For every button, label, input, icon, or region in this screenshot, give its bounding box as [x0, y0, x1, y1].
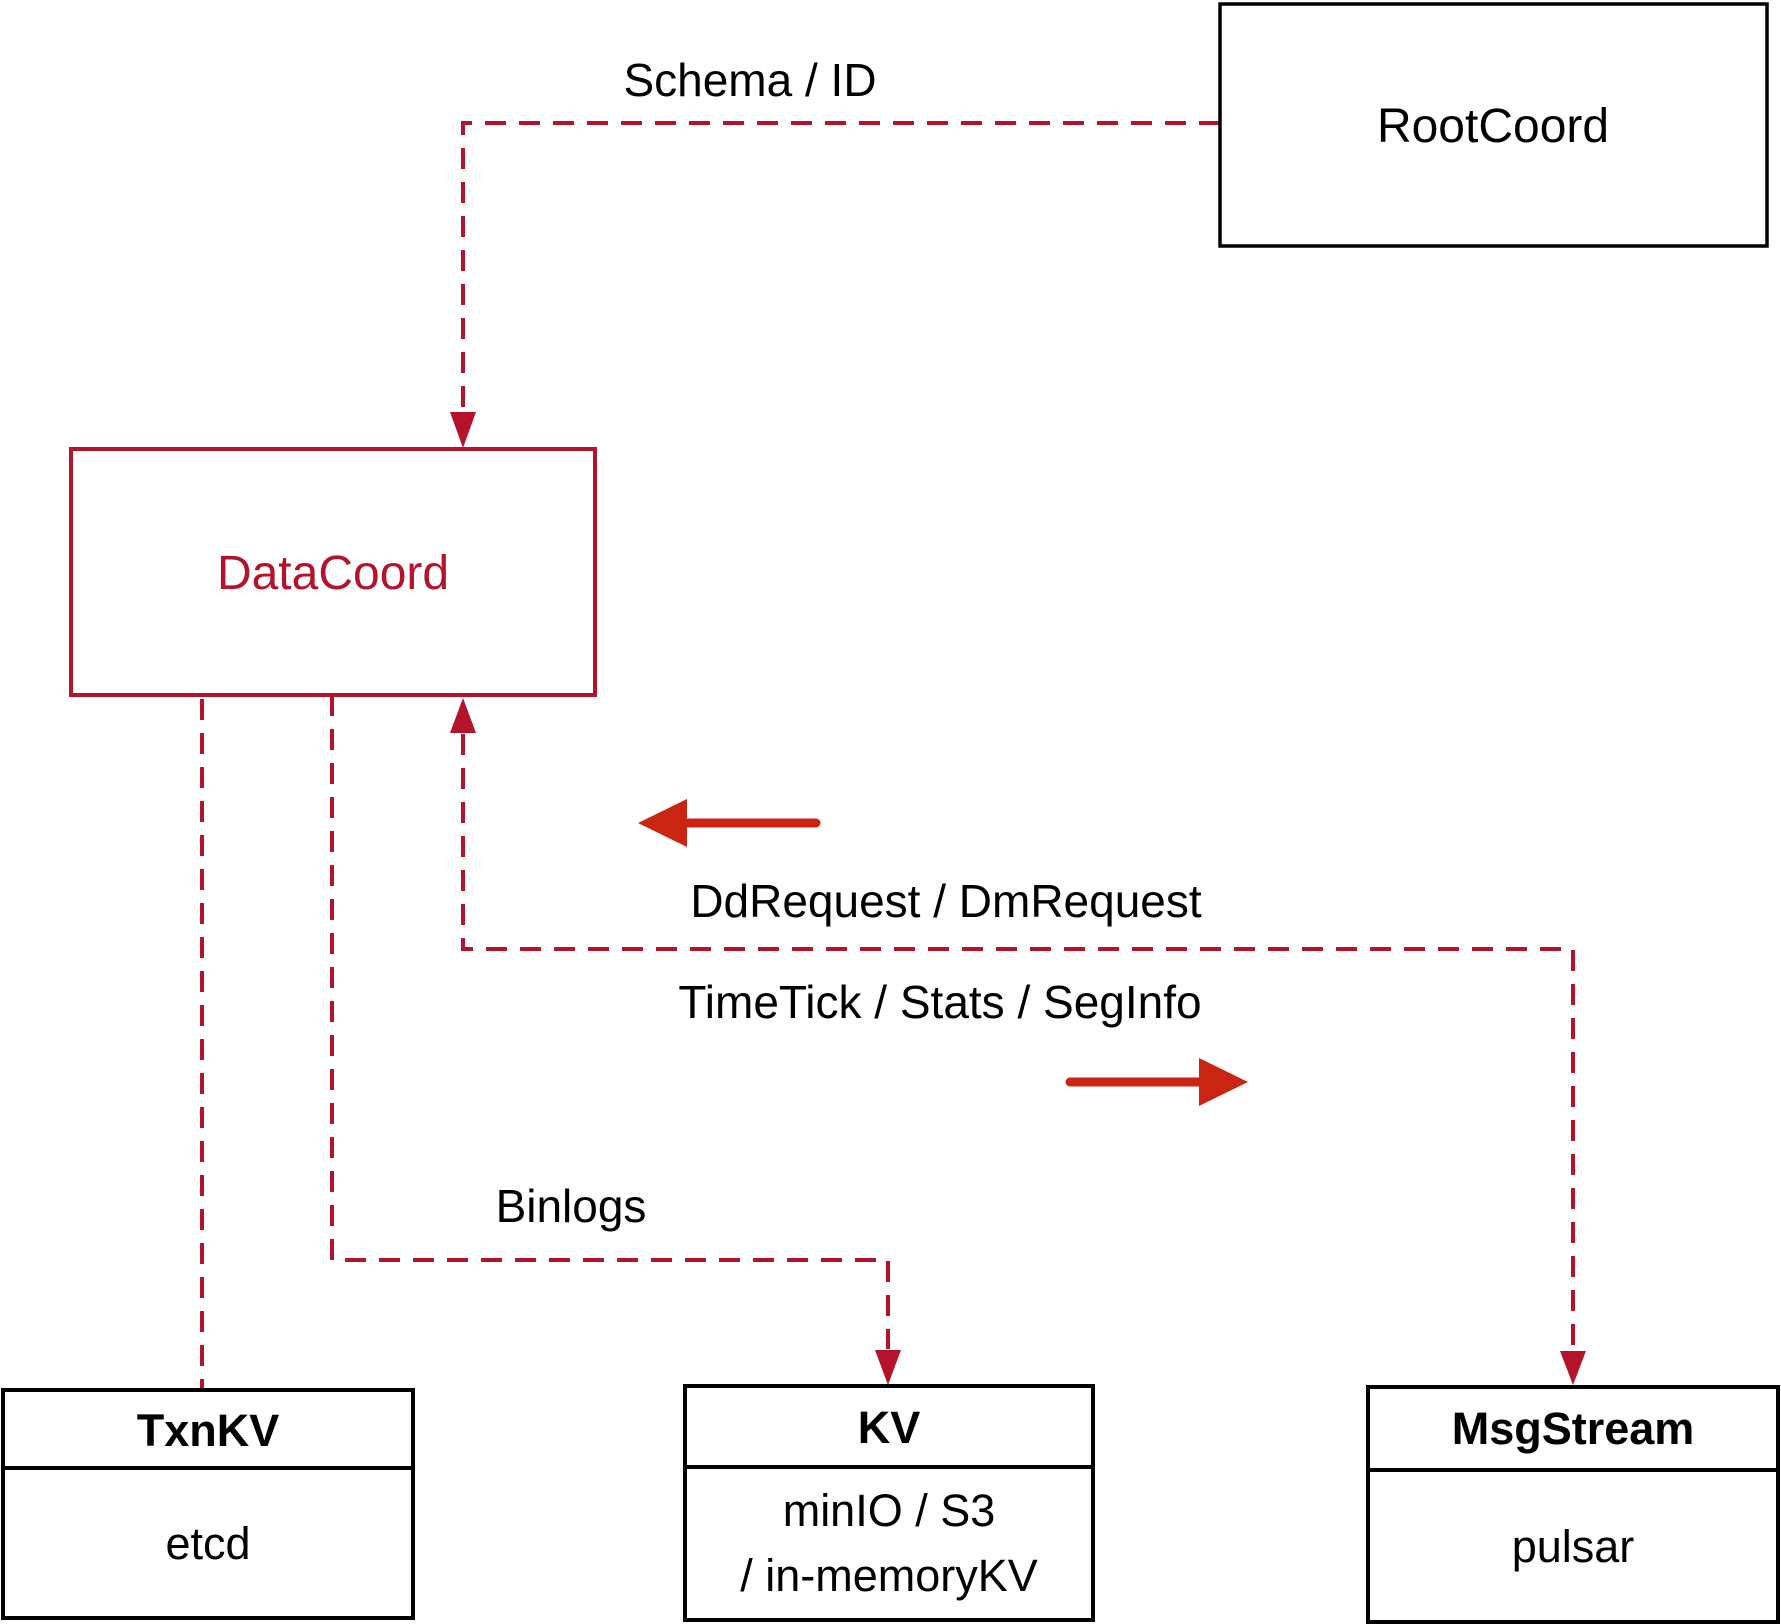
binlogs-connector-line: [330, 695, 890, 1349]
binlogs-label: Binlogs: [496, 1180, 647, 1232]
kv-title: KV: [858, 1402, 921, 1453]
txn-kv-node: TxnKV etcd: [1, 1388, 415, 1620]
kv-box: [683, 1384, 1095, 1622]
edge-datacoord-msgstream: DdRequest / DmRequest TimeTick / Stats /…: [450, 698, 1586, 1385]
right-arrow-head-icon: [1199, 1058, 1248, 1106]
root-coord-node: RootCoord: [1218, 2, 1769, 248]
data-coord-node: DataCoord: [69, 447, 597, 697]
edge-datacoord-to-kv: Binlogs: [330, 695, 901, 1385]
data-coord-title: DataCoord: [217, 547, 449, 600]
dd-dm-request-label: DdRequest / DmRequest: [690, 875, 1202, 927]
root-coord-title: RootCoord: [1377, 100, 1609, 153]
data-coord-box: [69, 447, 597, 697]
kv-body-line-1: minIO / S3: [783, 1485, 996, 1536]
msg-stream-node: MsgStream pulsar: [1366, 1385, 1780, 1624]
schema-id-arrowhead-down-icon: [450, 412, 476, 448]
binlogs-arrowhead-down-icon: [875, 1350, 901, 1385]
txn-kv-body: etcd: [165, 1518, 250, 1569]
schema-id-label: Schema / ID: [623, 54, 876, 106]
left-arrow-head-icon: [638, 799, 687, 847]
datacoord-arrowhead-up-icon: [450, 698, 476, 733]
direction-arrow-right: [1065, 1058, 1248, 1106]
msgstream-arrowhead-down-icon: [1560, 1351, 1586, 1385]
timetick-stats-seginfo-label: TimeTick / Stats / SegInfo: [678, 976, 1201, 1028]
msgstream-connector-line: [461, 734, 1575, 1350]
kv-node: KV minIO / S3 / in-memoryKV: [683, 1384, 1095, 1622]
edge-rootcoord-to-datacoord: Schema / ID: [450, 54, 1220, 448]
msg-stream-title: MsgStream: [1452, 1403, 1695, 1454]
direction-arrow-left: [638, 799, 821, 847]
msg-stream-box: [1366, 1385, 1780, 1624]
kv-body-line-2: / in-memoryKV: [740, 1550, 1038, 1601]
txn-kv-box: [1, 1388, 415, 1620]
msg-stream-body: pulsar: [1512, 1521, 1635, 1572]
schema-id-connector-line: [461, 121, 1220, 410]
root-coord-box: [1218, 2, 1769, 248]
txn-kv-title: TxnKV: [137, 1405, 280, 1456]
